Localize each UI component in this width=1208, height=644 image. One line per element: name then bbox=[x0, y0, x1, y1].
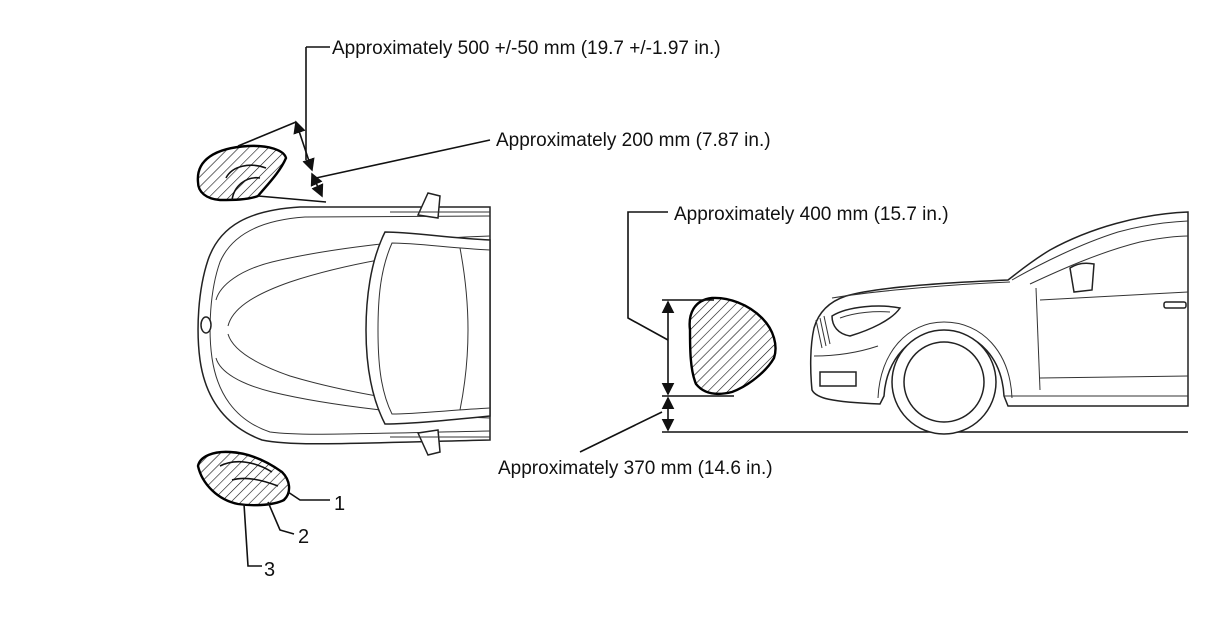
callout-3: 3 bbox=[264, 559, 275, 581]
dimension-lines-side bbox=[579, 211, 1188, 453]
dimension-lines-top bbox=[237, 46, 491, 203]
car-side-view bbox=[809, 211, 1189, 435]
label-dim-200: Approximately 200 mm (7.87 in.) bbox=[496, 130, 771, 151]
callout-1: 1 bbox=[334, 493, 345, 515]
reflector-top-upper bbox=[196, 144, 288, 202]
reflector-top-lower bbox=[196, 450, 291, 507]
car-top-view bbox=[197, 192, 491, 456]
label-dim-500: Approximately 500 +/-50 mm (19.7 +/-1.97… bbox=[332, 38, 721, 59]
reflector-side bbox=[688, 296, 777, 396]
callout-2: 2 bbox=[298, 526, 309, 548]
label-dim-370: Approximately 370 mm (14.6 in.) bbox=[498, 458, 773, 479]
label-dim-400: Approximately 400 mm (15.7 in.) bbox=[674, 204, 949, 225]
callout-leaders bbox=[243, 491, 330, 567]
